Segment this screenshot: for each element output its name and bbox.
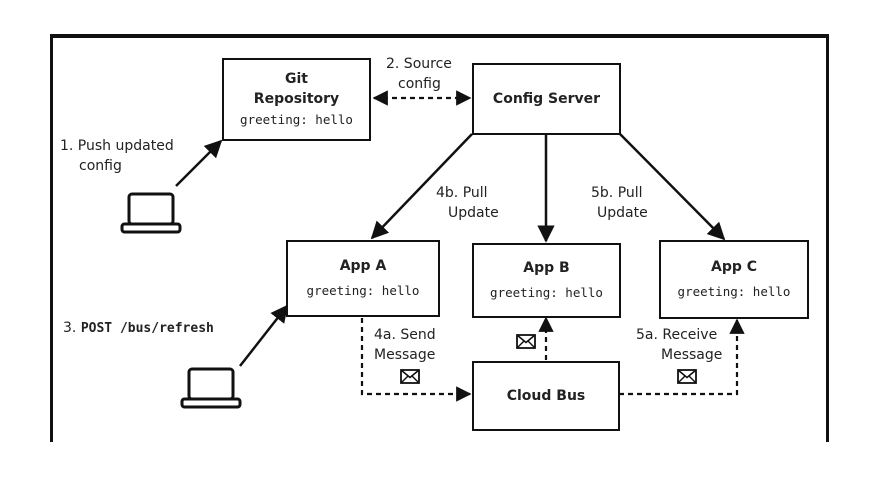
app-c-title: App C (710, 258, 758, 275)
cloud-bus-title: Cloud Bus (506, 388, 586, 404)
send-message-line-1: 4a. Send (374, 327, 436, 343)
send-message-line-2: Message (374, 347, 436, 363)
app-c-greeting-value: greeting: hello (677, 283, 791, 299)
app-c-box: App C greeting: hello (659, 240, 809, 319)
source-config-line-2: config (398, 76, 441, 92)
receive-message-label: 5a. Receive Message (636, 325, 722, 365)
source-config-label: 2. Source config (386, 54, 452, 94)
pull-update-a-label: 4b. Pull Update (436, 183, 499, 223)
frame-top-border (50, 34, 829, 38)
app-b-title: App B (523, 259, 570, 276)
config-server-title: Config Server (492, 91, 601, 107)
source-config-line-1: 2. Source (386, 56, 452, 72)
pull-update-a-line-2: Update (448, 205, 499, 221)
laptop-icon (120, 192, 182, 234)
pull-update-a-line-1: 4b. Pull (436, 185, 488, 201)
push-config-line-1: 1. Push updated (60, 138, 174, 154)
envelope-icon (516, 334, 536, 349)
git-repository-title: Git Repository (253, 70, 340, 107)
refresh-step-number: 3. (63, 320, 81, 336)
pull-arrow-c (619, 133, 726, 241)
app-b-box: App B greeting: hello (472, 243, 621, 318)
app-a-greeting-value: greeting: hello (306, 282, 420, 298)
push-config-line-2: config (79, 158, 122, 174)
pull-update-c-line-1: 5b. Pull (591, 185, 643, 201)
receive-message-line-2: Message (661, 347, 723, 363)
send-message-label: 4a. Send Message (374, 325, 436, 365)
push-config-label: 1. Push updated config (60, 136, 174, 176)
refresh-command: POST /bus/refresh (80, 321, 214, 336)
git-repository-box: Git Repository greeting: hello (222, 58, 371, 141)
app-a-title: App A (339, 257, 387, 274)
refresh-arrow (239, 304, 289, 367)
push-arrow (175, 139, 223, 187)
receive-message-arrow (619, 318, 745, 396)
send-message-arrow (360, 318, 472, 402)
app-b-greeting-value: greeting: hello (490, 284, 603, 300)
pull-update-c-label: 5b. Pull Update (591, 183, 648, 223)
pull-update-c-line-2: Update (597, 205, 648, 221)
app-a-box: App A greeting: hello (286, 240, 440, 317)
envelope-icon (677, 369, 697, 384)
laptop-icon (180, 367, 242, 409)
frame-right-border (826, 34, 829, 442)
git-greeting-value: greeting: hello (240, 111, 353, 127)
cloud-bus-box: Cloud Bus (472, 361, 620, 431)
refresh-label: 3. POST /bus/refresh (63, 318, 214, 339)
receive-message-line-1: 5a. Receive (636, 327, 718, 343)
frame-left-border (50, 34, 53, 442)
pull-arrow-a (370, 133, 473, 240)
config-server-box: Config Server (472, 63, 621, 135)
envelope-icon (400, 369, 420, 384)
